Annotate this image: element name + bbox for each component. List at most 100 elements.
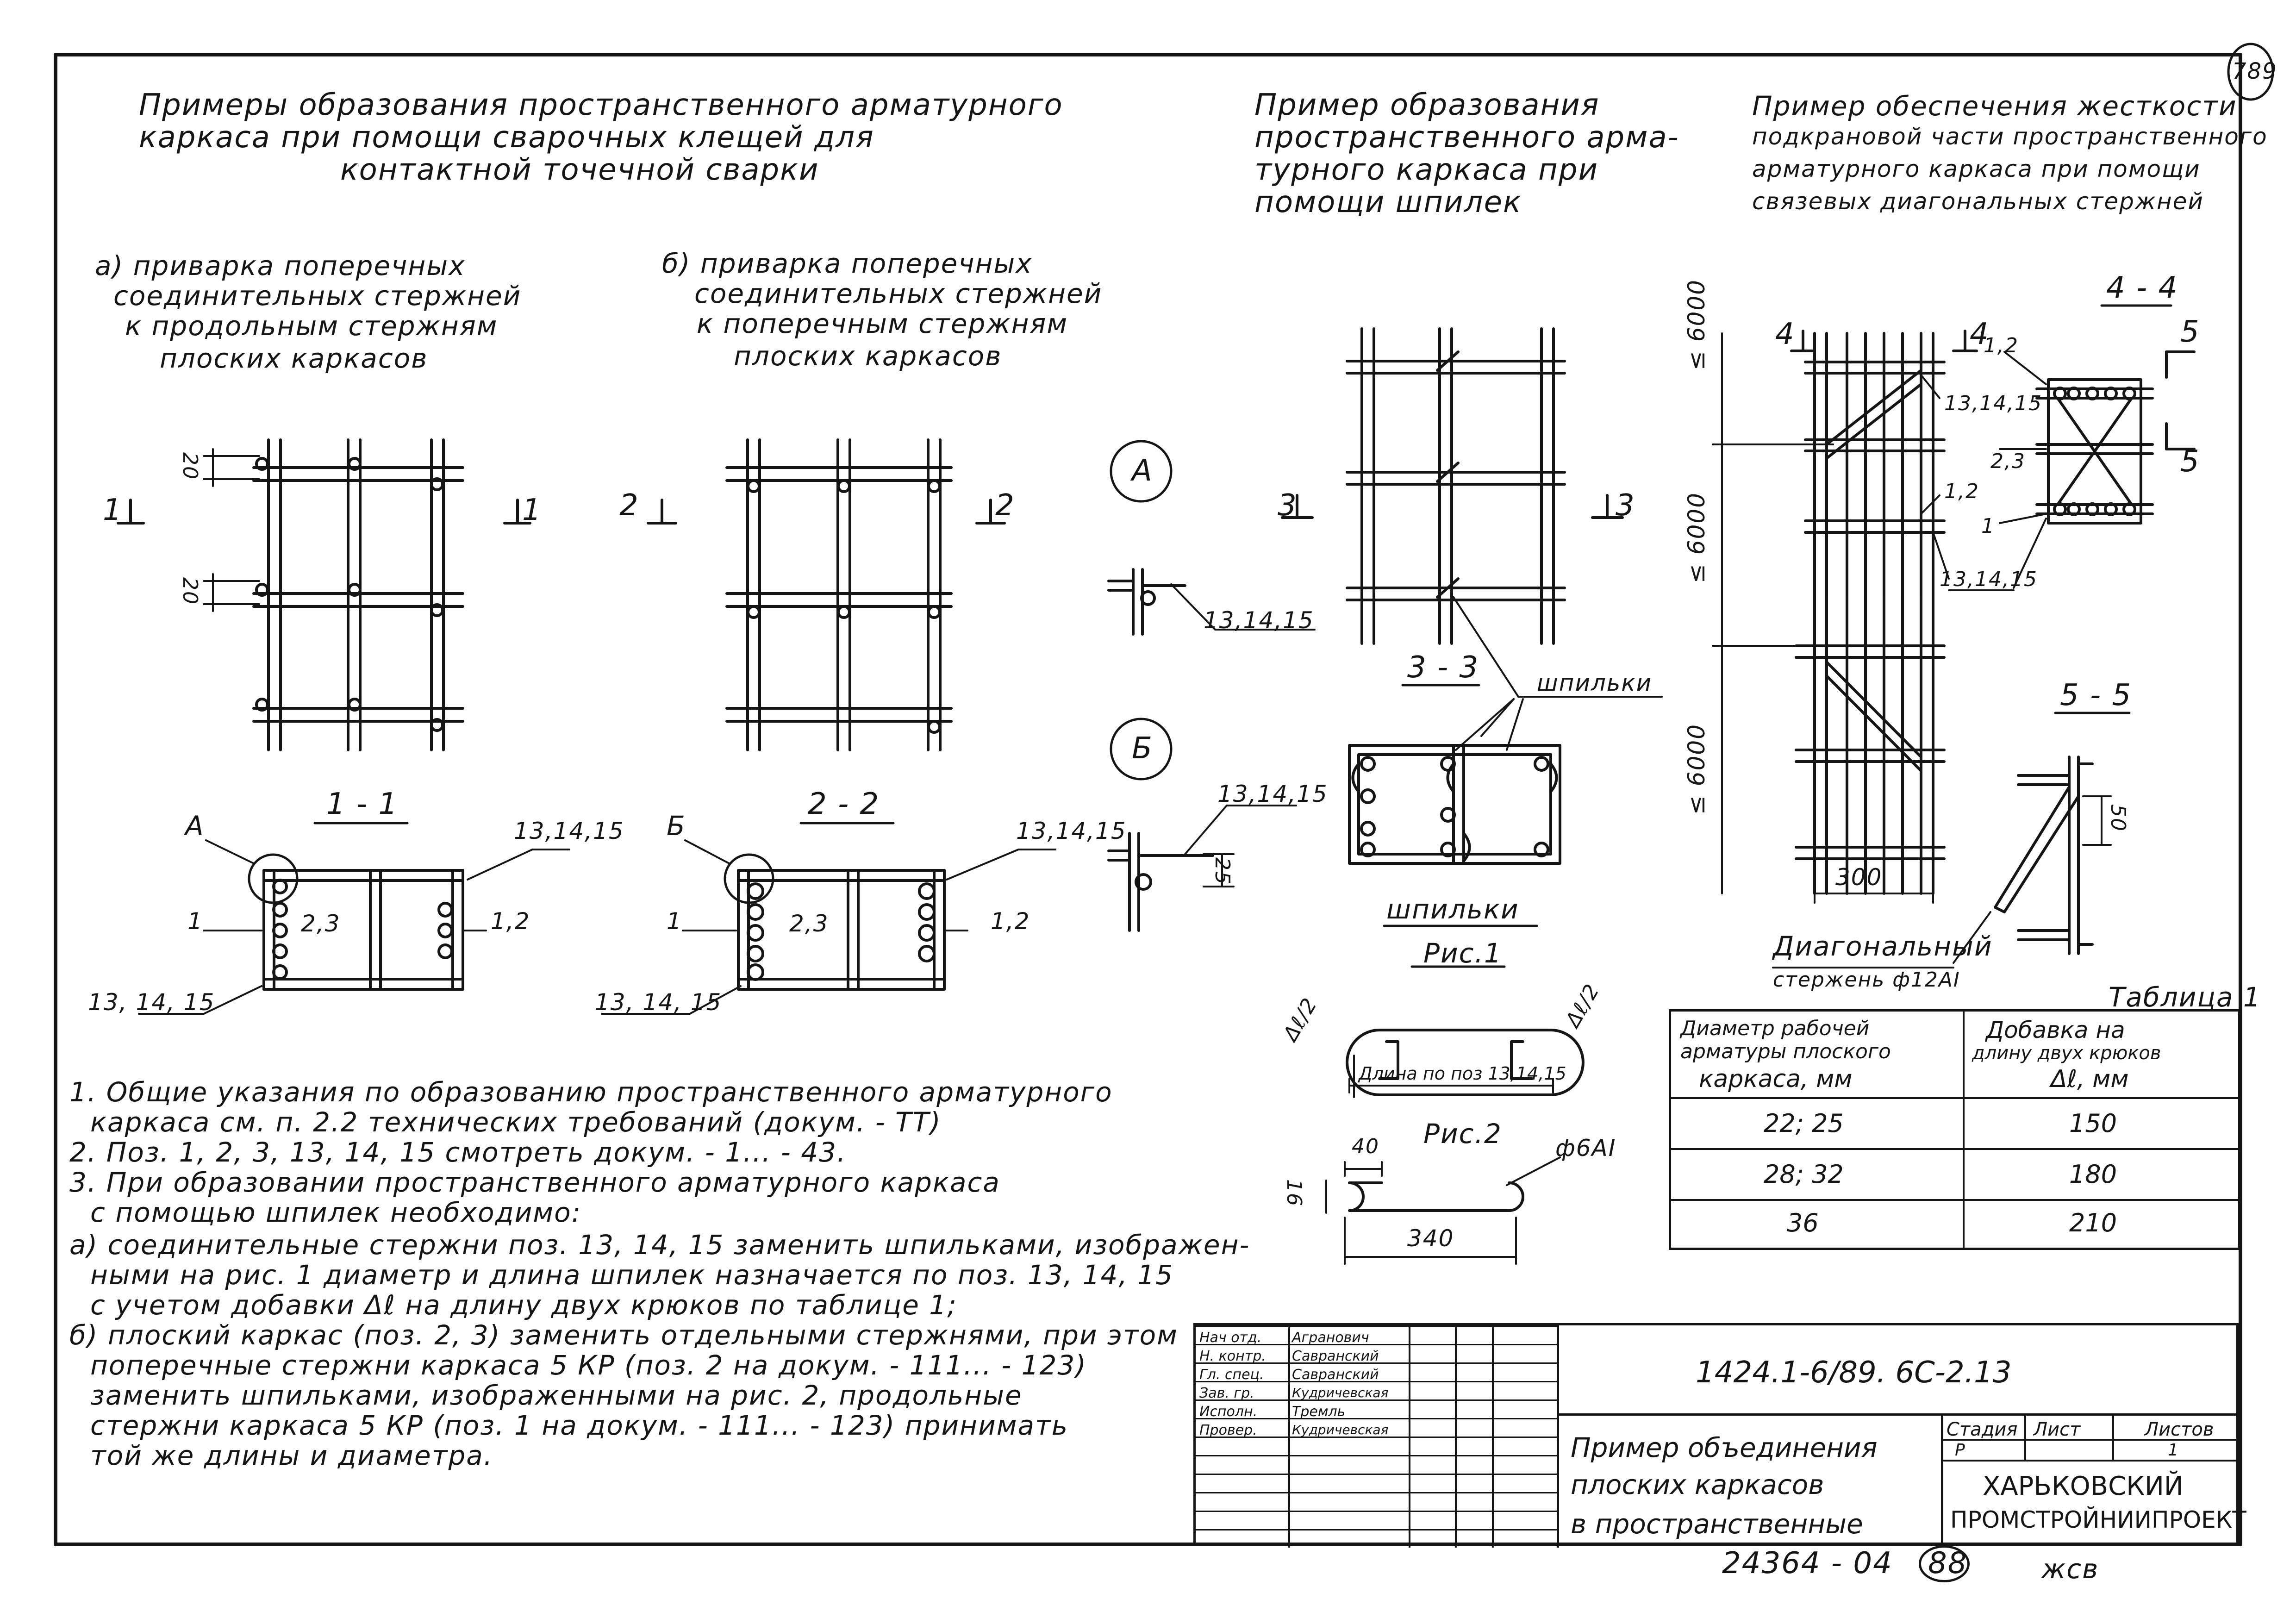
pins-frame-elevation: [1281, 327, 1624, 645]
note-line-11: заменить шпильками, изображенными на рис…: [90, 1380, 1023, 1411]
heading-pins-line4: помощи шпилек: [1254, 185, 1522, 219]
cut-mark-4-left: 4: [1775, 317, 1795, 351]
rigid-pos-1-2-top: 1,2: [1984, 334, 2019, 357]
cut-mark-3-right: 3: [1616, 488, 1635, 523]
note-line-9: б) плоский каркас (поз. 2, 3) заменить о…: [69, 1319, 1178, 1351]
rigid-pos-13-14-15-bottom: 13,14,15: [1940, 568, 2038, 591]
tb-stage-label: Стадия: [1947, 1419, 2018, 1440]
tb-sheet-value: 1: [2168, 1441, 2178, 1460]
heading-rigid-line3: арматурного каркаса при помощи: [1752, 156, 2201, 182]
section-1-1-pos-1: 1: [187, 908, 203, 935]
table-header-col1-line1: Диаметр рабочей: [1680, 1017, 1870, 1040]
tb-role-3: Гл. спец.: [1199, 1367, 1264, 1383]
subheading-b-line1: б) приварка поперечных: [662, 248, 1033, 279]
table-row2-addition: 180: [2069, 1160, 2117, 1189]
tb-name-3: Савранский: [1292, 1367, 1379, 1383]
section-4-4: [1948, 304, 2196, 591]
node-a-pos-13-14-15: 13,14,15: [1204, 607, 1314, 634]
subheading-a-line1: а) приварка поперечных: [95, 250, 466, 281]
tb-title-line1: Пример объединения: [1571, 1432, 1878, 1463]
tb-doc-code: 1424.1-6/89. 6С-2.13: [1696, 1355, 2012, 1390]
cut-mark-3-left: 3: [1278, 488, 1298, 523]
note-line-7: ными на рис. 1 диаметр и длина шпилек на…: [90, 1259, 1174, 1291]
rigid-pos-1: 1: [1981, 514, 1995, 538]
tb-name-5: Тремль: [1292, 1404, 1346, 1420]
heading-rigid-line1: Пример обеспечения жесткости: [1752, 90, 2237, 122]
tb-role-1: Нач отд.: [1199, 1330, 1262, 1346]
subheading-a-line2: соединительных стержней: [113, 280, 522, 312]
note-line-5: с помощью шпилек необходимо:: [90, 1197, 582, 1228]
sheet-number: 789: [2232, 58, 2277, 84]
heading-rigid-line4: связевых диагональных стержней: [1752, 188, 2204, 215]
section-1-1-title: 1 - 1: [326, 787, 399, 821]
note-line-10: поперечные стержни каркаса 5 КР (поз. 2 …: [90, 1349, 1087, 1381]
dim-20-upper: 20: [178, 452, 202, 480]
tb-org-line2: ПРОМСТРОЙНИИПРОЕКТ: [1950, 1506, 2246, 1533]
tb-name-1: Агранович: [1292, 1330, 1369, 1346]
table-header-col1-line2: арматуры плоского: [1680, 1040, 1891, 1063]
tb-title-line2: плоских каркасов: [1571, 1469, 1824, 1500]
node-a-circle-label: А: [1132, 454, 1153, 488]
subheading-b-line4: плоских каркасов: [734, 340, 1002, 372]
section-5-5-dim-50: 50: [2106, 804, 2130, 832]
cut-mark-1-right: 1: [522, 493, 542, 527]
tb-sheet-label: Лист: [2034, 1419, 2081, 1440]
sheet-frame: [54, 53, 2242, 1546]
diagonal-bar-label-1: Диагональный: [1773, 931, 1993, 962]
figure-1-caption: Рис.1: [1423, 937, 1502, 969]
fig2-rebar: ф6АI: [1555, 1135, 1616, 1162]
pin-figure-1: [1346, 1029, 1585, 1098]
title-block: Нач отд. Н. контр. Гл. спец. Зав. гр. Ис…: [1193, 1323, 2246, 1548]
node-b-dim-25: 25: [1210, 857, 1234, 885]
dim-6000-top: ≤ 6000: [1683, 279, 1710, 370]
cut-mark-5-top: 5: [2180, 315, 2200, 349]
section-2-2-pos-1-2: 1,2: [991, 908, 1030, 935]
page-number: 88: [1928, 1546, 1968, 1580]
table-row3-addition: 210: [2069, 1208, 2117, 1237]
cut-mark-2-right: 2: [995, 488, 1015, 523]
section-2-2-pos-2-3: 2,3: [789, 910, 829, 937]
section-1-1-pos-13-14-15-bottom: 13, 14, 15: [88, 989, 215, 1016]
section-1-1-pos-1-2: 1,2: [491, 908, 530, 935]
table-row1-addition: 150: [2069, 1109, 2117, 1138]
note-line-6: а) соединительные стержни поз. 13, 14, 1…: [69, 1229, 1250, 1261]
subheading-a-line3: к продольным стержням: [125, 310, 498, 342]
cut-mark-2-left: 2: [619, 488, 639, 523]
note-line-1: 1. Общие указания по образованию простра…: [69, 1076, 1113, 1108]
heading-rigid-line2: подкрановой части пространственного: [1752, 123, 2268, 150]
node-b-circle-label: Б: [1132, 731, 1153, 766]
tb-org-line1: ХАРЬКОВСКИЙ: [1983, 1471, 2184, 1501]
tb-stage-value: Р: [1955, 1441, 1965, 1460]
note-line-8: с учетом добавки Δℓ на длину двух крюков…: [90, 1289, 957, 1321]
dim-6000-mid: ≤ 6000: [1683, 492, 1710, 583]
rigid-pos-13-14-15-top: 13,14,15: [1944, 392, 2042, 415]
heading-pins-line1: Пример образования: [1254, 88, 1600, 122]
page-number-circle: [1919, 1545, 1970, 1582]
table-title: Таблица 1: [2109, 981, 2261, 1013]
subheading-b-line2: соединительных стержней: [694, 278, 1103, 309]
heading-pins-line3: турного каркаса при: [1254, 153, 1599, 187]
table-row2-diameter: 28; 32: [1764, 1160, 1844, 1189]
cut-mark-4-right: 4: [1970, 317, 1990, 351]
note-line-12: стержни каркаса 5 КР (поз. 1 на докум. -…: [90, 1410, 1069, 1441]
heading-main-line2: каркаса при помощи сварочных клещей для: [139, 120, 874, 155]
tb-sheets-label: Листов: [2145, 1419, 2214, 1440]
section-3-3-title: 3 - 3: [1407, 650, 1479, 685]
note-line-4: 3. При образовании пространственного арм…: [69, 1167, 1000, 1198]
node-b-marker: Б: [667, 810, 686, 842]
table-header-col1-line3: каркаса, мм: [1699, 1065, 1853, 1093]
archive-number: 24364 - 04: [1722, 1546, 1893, 1580]
heading-pins-line2: пространственного арма-: [1254, 120, 1679, 155]
sheet-number-circle: [2227, 43, 2274, 101]
tb-role-2: Н. контр.: [1199, 1348, 1266, 1364]
fig2-dim-40: 40: [1352, 1135, 1379, 1158]
tb-name-4: Кудричевская: [1292, 1385, 1389, 1400]
section-2-2-pos-13-14-15-top: 13,14,15: [1016, 818, 1127, 844]
table-row3-diameter: 36: [1787, 1208, 1819, 1237]
table-header-col2-line1: Добавка на: [1986, 1017, 2125, 1043]
tb-role-6: Провер.: [1199, 1422, 1257, 1438]
section-4-4-title: 4 - 4: [2106, 271, 2178, 305]
pins-leader-label: шпильки: [1537, 669, 1653, 696]
frame-b-elevation: [647, 438, 1006, 751]
node-a-detail: [1107, 440, 1316, 636]
